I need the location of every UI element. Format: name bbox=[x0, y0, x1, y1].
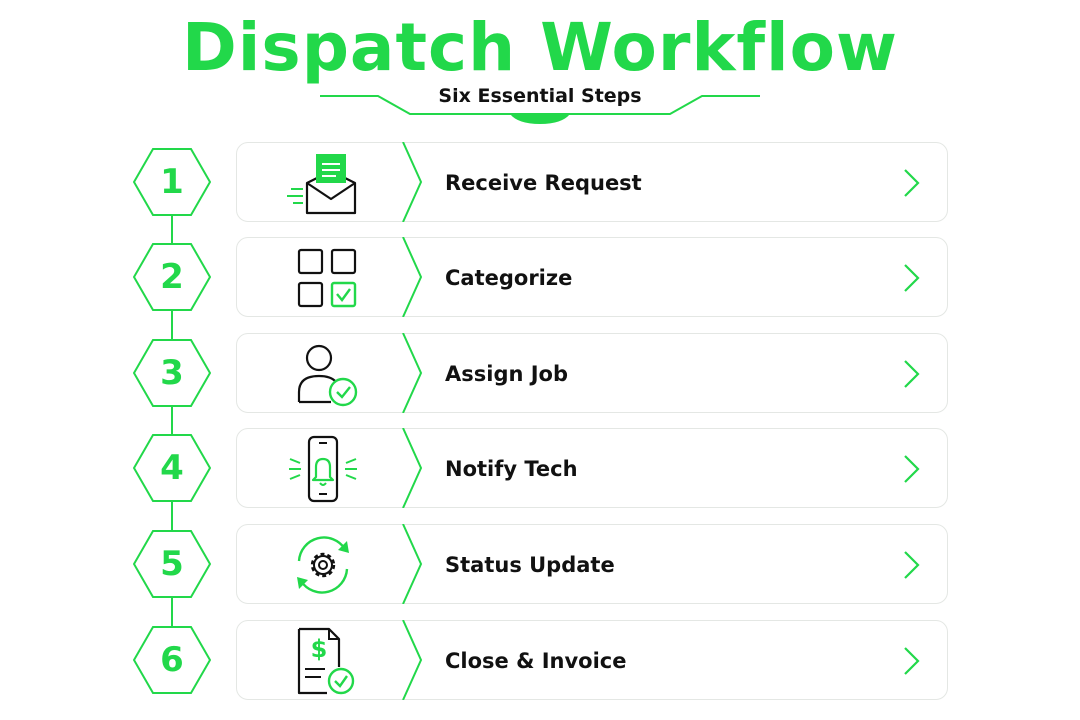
card-divider bbox=[402, 237, 423, 317]
card-divider bbox=[402, 428, 423, 508]
step-6-number: 6 bbox=[160, 640, 184, 680]
chevron-right-icon[interactable] bbox=[901, 167, 921, 199]
envelope-letter-icon bbox=[287, 154, 357, 215]
card-divider bbox=[402, 333, 423, 413]
step-2-number: 2 bbox=[160, 257, 184, 297]
step-6-badge: 6 bbox=[133, 626, 211, 694]
step-4-badge: 4 bbox=[133, 434, 211, 502]
chevron-right-icon[interactable] bbox=[901, 262, 921, 294]
page-title: Dispatch Workflow bbox=[182, 9, 898, 86]
step-5-badge: 5 bbox=[133, 530, 211, 598]
step-3-badge: 3 bbox=[133, 339, 211, 407]
step-card-assign-job[interactable]: Assign Job bbox=[236, 333, 948, 413]
step-card-notify-tech[interactable]: Notify Tech bbox=[236, 428, 948, 508]
user-check-icon bbox=[297, 344, 358, 407]
phone-bell-icon bbox=[289, 435, 357, 503]
timeline-connector bbox=[171, 185, 173, 660]
step-card-status-update[interactable]: Status Update bbox=[236, 524, 948, 604]
page-subtitle: Six Essential Steps bbox=[438, 85, 642, 107]
step-2-label: Categorize bbox=[445, 266, 573, 290]
step-4-number: 4 bbox=[160, 448, 184, 488]
step-3-number: 3 bbox=[160, 353, 184, 393]
chevron-right-icon[interactable] bbox=[901, 358, 921, 390]
step-card-categorize[interactable]: Categorize bbox=[236, 237, 948, 317]
step-5-label: Status Update bbox=[445, 553, 615, 577]
chevron-right-icon[interactable] bbox=[901, 645, 921, 677]
step-6-label: Close & Invoice bbox=[445, 649, 627, 673]
step-5-number: 5 bbox=[160, 544, 184, 584]
gear-sync-icon bbox=[297, 536, 349, 594]
svg-text:$: $ bbox=[311, 635, 328, 663]
invoice-check-icon: $ bbox=[297, 627, 355, 695]
step-4-label: Notify Tech bbox=[445, 457, 578, 481]
step-card-close-invoice[interactable]: $ Close & Invoice bbox=[236, 620, 948, 700]
chevron-right-icon[interactable] bbox=[901, 453, 921, 485]
chevron-right-icon[interactable] bbox=[901, 549, 921, 581]
step-2-badge: 2 bbox=[133, 243, 211, 311]
step-card-receive-request[interactable]: Receive Request bbox=[236, 142, 948, 222]
step-1-label: Receive Request bbox=[445, 171, 642, 195]
card-divider bbox=[402, 142, 423, 222]
checkbox-grid-icon bbox=[297, 248, 357, 308]
card-divider bbox=[402, 524, 423, 604]
step-3-label: Assign Job bbox=[445, 362, 569, 386]
card-divider bbox=[402, 620, 423, 700]
step-1-number: 1 bbox=[160, 162, 184, 202]
step-1-badge: 1 bbox=[133, 148, 211, 216]
subtitle-decoration bbox=[320, 95, 760, 124]
